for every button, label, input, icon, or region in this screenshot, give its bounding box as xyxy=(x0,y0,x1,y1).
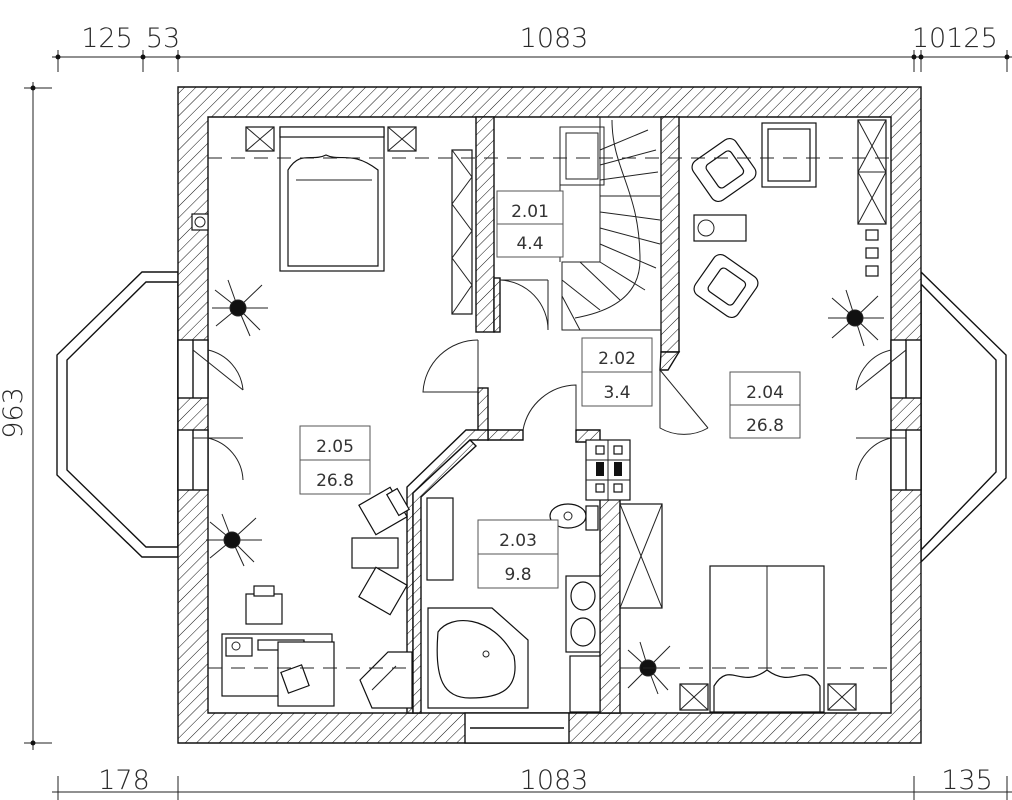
window-box-2-04 xyxy=(761,122,817,188)
armchair-2-04-a xyxy=(691,137,757,203)
room-label-2-04: 2.04 26.8 xyxy=(729,371,801,439)
coffee-table-2-05 xyxy=(351,537,399,569)
doors xyxy=(422,279,709,435)
window-swings xyxy=(192,349,907,481)
plant-2-04-a-icon xyxy=(828,289,884,347)
room-id-2-05: 2.05 xyxy=(316,437,354,457)
room-id-2-04: 2.04 xyxy=(746,383,784,403)
room-id-2-03: 2.03 xyxy=(499,531,537,551)
chimney-marker xyxy=(191,213,209,231)
double-bed-2-05 xyxy=(279,126,385,272)
room-label-2-01: 2.01 4.4 xyxy=(496,190,564,258)
nightstand-right-2-04 xyxy=(827,683,857,711)
interior-walls xyxy=(406,116,681,714)
room-area-2-05: 26.8 xyxy=(316,471,354,491)
room-label-2-03: 2.03 9.8 xyxy=(477,519,559,589)
sinks-2-03 xyxy=(565,575,601,653)
wardrobe-2-04 xyxy=(619,503,663,609)
dim-top-1: 125 xyxy=(81,23,133,54)
dim-top-5: 125 xyxy=(946,23,998,54)
axis-lines xyxy=(208,157,891,669)
room-area-2-03: 9.8 xyxy=(504,565,531,585)
storage-2-03 xyxy=(569,655,601,713)
room-label-2-05: 2.05 26.8 xyxy=(299,425,371,495)
room-id-2-02: 2.02 xyxy=(598,349,636,369)
dim-bottom-3: 135 xyxy=(941,765,993,796)
double-bed-2-04 xyxy=(709,565,825,713)
dim-bottom-1: 178 xyxy=(98,765,150,796)
room-label-2-02: 2.02 3.4 xyxy=(581,337,653,407)
staircase xyxy=(559,116,662,331)
bay-window-left xyxy=(56,271,179,558)
dim-top-4: 10 xyxy=(912,23,946,54)
nightstand-right-2-05 xyxy=(387,126,417,152)
dim-left: 963 xyxy=(0,387,29,439)
room-area-2-02: 3.4 xyxy=(603,383,630,403)
desk-2-05 xyxy=(221,633,335,707)
wardrobe-2-05 xyxy=(451,149,473,315)
side-table-2-04 xyxy=(693,214,747,242)
bathroom-cabinet-2-03 xyxy=(426,497,454,581)
dim-top-3: 1083 xyxy=(520,23,589,54)
shaft-grid xyxy=(585,439,631,501)
room-area-2-01: 4.4 xyxy=(516,234,543,254)
room-id-2-01: 2.01 xyxy=(511,202,549,222)
armchair-2-05-a xyxy=(358,486,411,536)
shelf-2-04 xyxy=(857,119,887,277)
plant-2-05-b-icon xyxy=(206,513,262,567)
armchair-2-04-b xyxy=(693,253,759,319)
bay-window-right xyxy=(920,270,1007,564)
dim-top-2: 53 xyxy=(146,23,180,54)
room-area-2-04: 26.8 xyxy=(746,416,784,436)
armchair-2-05-b xyxy=(358,566,408,616)
nightstand-left-2-04 xyxy=(679,683,709,711)
dim-bottom-2: 1083 xyxy=(520,765,589,796)
windows xyxy=(177,339,922,744)
nightstand-left-2-05 xyxy=(245,126,275,152)
toilet-2-03 xyxy=(549,503,599,531)
lounge-chair-2-05 xyxy=(359,651,413,709)
dimension-lines xyxy=(24,50,1012,800)
office-chair-2-05 xyxy=(245,585,283,625)
dimension-labels: 125 53 1083 10 125 178 1083 135 963 xyxy=(0,23,998,796)
corner-bathtub-2-03 xyxy=(427,607,529,709)
plant-2-05-a-icon xyxy=(212,279,268,337)
